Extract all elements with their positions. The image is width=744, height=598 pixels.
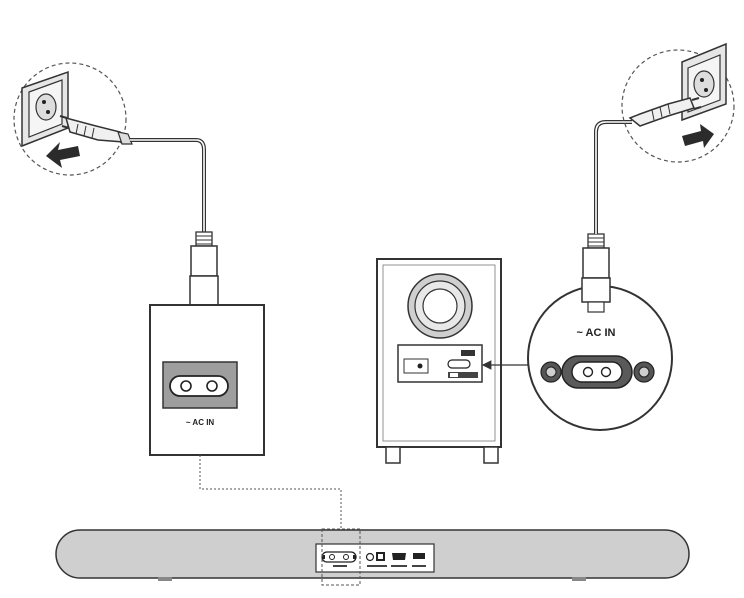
subwoofer — [376, 258, 502, 464]
sub-figure-8-socket-icon — [561, 355, 633, 389]
left-iec-c7-connector-icon — [189, 231, 219, 321]
speaker-woofer-icon — [407, 273, 473, 339]
right-power-plug-icon — [628, 97, 702, 127]
left-push-arrow-icon — [46, 142, 80, 168]
right-wall-socket-icon — [621, 42, 735, 163]
soundbar-ac-highlight — [321, 528, 361, 586]
left-wall-socket-icon — [13, 62, 127, 176]
sub-zoom-ac-in-label: ~ AC IN — [576, 327, 615, 339]
figure-8-socket-icon — [169, 375, 229, 397]
right-push-arrow-icon — [682, 124, 714, 148]
right-power-cord — [594, 120, 632, 234]
box-ac-in-label: ~ AC IN — [186, 418, 215, 427]
right-iec-c7-connector-icon — [581, 233, 611, 313]
power-adapter-box: ~ AC IN — [149, 304, 265, 456]
subwoofer-socket-zoom: ~ AC IN — [527, 285, 673, 431]
dotted-link-line — [199, 455, 342, 529]
soundbar — [55, 528, 690, 586]
left-power-plug-icon — [59, 115, 133, 145]
left-power-cord — [130, 138, 206, 232]
